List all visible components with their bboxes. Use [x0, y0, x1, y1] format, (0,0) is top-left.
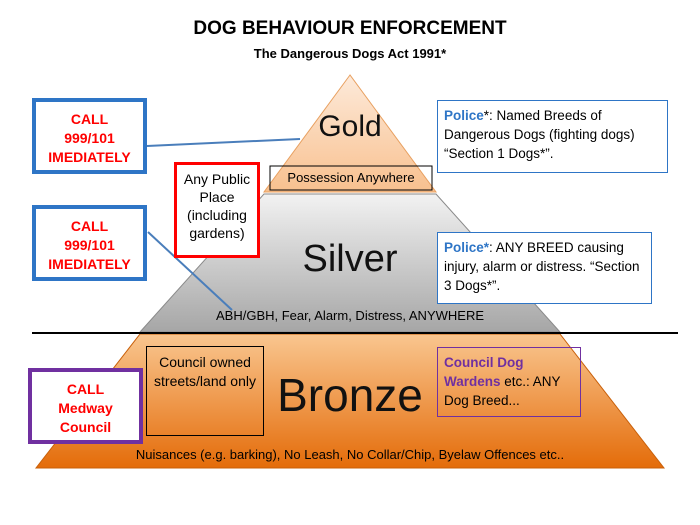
bronze-note: Nuisances (e.g. barking), No Leash, No C… — [135, 447, 565, 462]
call-line: CALL — [66, 381, 105, 397]
call-line: IMEDIATELY — [48, 256, 131, 272]
public-place-box: Any Public Place (including gardens) — [174, 162, 260, 258]
call-line: IMEDIATELY — [48, 149, 131, 165]
page-title: DOG BEHAVIOUR ENFORCEMENT — [193, 18, 507, 39]
connector-gold — [146, 138, 301, 147]
tier-label-bronze: Bronze — [277, 369, 423, 421]
info-lead: Police* — [444, 240, 490, 255]
info-text: *: Named Breeds of Dangerous Dogs (fight… — [444, 108, 635, 161]
connector-silver — [147, 231, 233, 311]
call-line: Medway — [58, 400, 113, 416]
gold-tier — [263, 74, 437, 193]
page-subtitle: The Dangerous Dogs Act 1991* — [253, 46, 447, 61]
call-line: 999/101 — [64, 237, 115, 253]
info-box-gold: Police*: Named Breeds of Dangerous Dogs … — [437, 100, 668, 173]
call-box-bronze: CALL Medway Council — [28, 368, 143, 444]
info-lead: Council Dog Wardens — [444, 355, 524, 389]
council-land-box: Council owned streets/land only — [146, 346, 264, 436]
call-box-gold: CALL 999/101 IMEDIATELY — [32, 98, 147, 174]
info-text: etc.: ANY Dog Breed... — [444, 374, 561, 408]
gold-note: Possession Anywhere — [287, 170, 415, 185]
call-line: Council — [59, 419, 112, 435]
call-line: 999/101 — [64, 130, 115, 146]
info-lead: Police — [444, 108, 484, 123]
info-box-bronze: Council Dog Wardens etc.: ANY Dog Breed.… — [437, 347, 581, 417]
silver-note: ABH/GBH, Fear, Alarm, Distress, ANYWHERE — [216, 308, 484, 323]
info-box-silver: Police*: ANY BREED causing injury, alarm… — [437, 232, 652, 304]
tier-label-silver: Silver — [302, 238, 398, 280]
info-text: : ANY BREED causing injury, alarm or dis… — [444, 240, 640, 293]
tier-label-gold: Gold — [318, 110, 382, 143]
call-line: CALL — [70, 218, 109, 234]
call-box-silver: CALL 999/101 IMEDIATELY — [32, 205, 147, 281]
call-line: CALL — [70, 111, 109, 127]
possession-box — [269, 165, 433, 191]
